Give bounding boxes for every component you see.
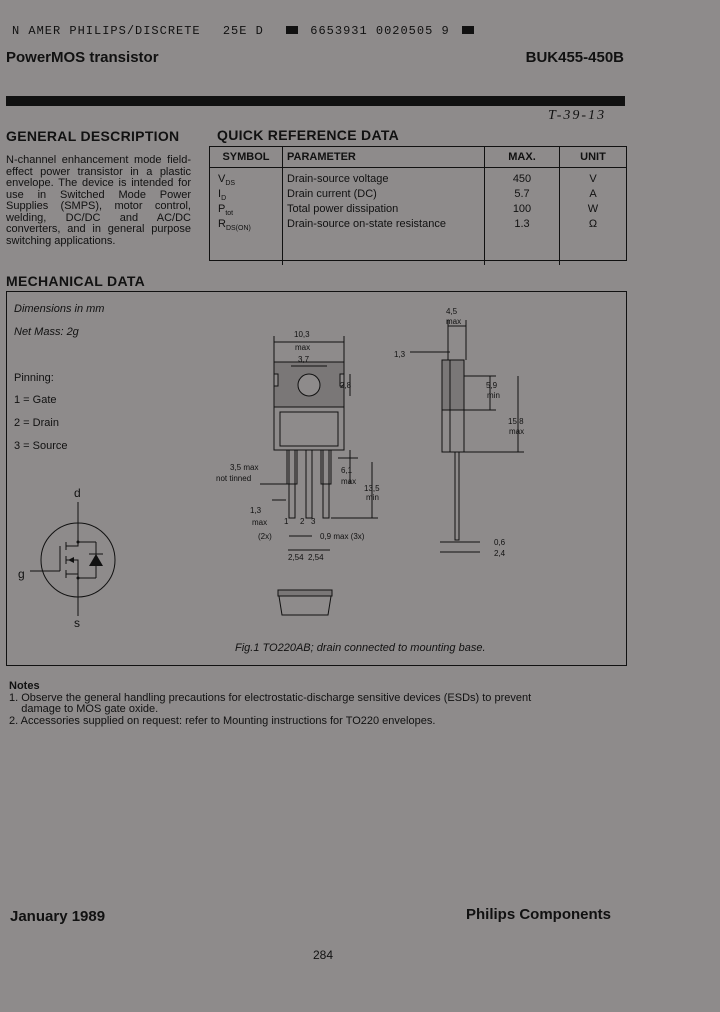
gate-letter: g [18, 567, 25, 581]
barcode-mark-2 [461, 26, 474, 34]
drain-letter: d [74, 486, 81, 500]
dim-13-5: 13,5 [364, 484, 380, 493]
note-1-cont: damage to MOS gate oxide. [9, 703, 159, 715]
page-title: PowerMOS transistor [6, 49, 159, 66]
footer-company: Philips Components [466, 906, 612, 923]
dimensions-note: Dimensions in mm [14, 303, 105, 315]
dim-4-5-max: max [446, 317, 461, 326]
table-row: ID Drain current (DC) 5.7 A [210, 188, 626, 204]
pin-number-2: 2 [300, 517, 305, 526]
dim-15-8-max: max [509, 427, 524, 436]
dim-10-3-max: max [295, 343, 310, 352]
net-mass: Net Mass: 2g [14, 326, 79, 338]
barcode-mark-1 [286, 26, 299, 34]
col-symbol: SYMBOL [210, 147, 283, 168]
notes-heading: Notes [9, 680, 40, 692]
dim-2-8: 2,8 [340, 381, 352, 390]
quick-reference-heading: QUICK REFERENCE DATA [217, 127, 400, 143]
col-max: MAX. [484, 147, 560, 168]
scan-company: N AMER PHILIPS/DISCRETE [12, 24, 201, 38]
dim-0-6: 0,6 [494, 538, 506, 547]
to220-outline-drawing: 10,3 max 3,7 2,8 6,1 max 13,5 min 3,5 ma… [216, 307, 524, 616]
dim-2-54-b: 2,54 [308, 553, 324, 562]
dim-1-3-max: max [252, 518, 267, 527]
dim-13-5-min: min [366, 493, 379, 502]
dim-2-54-a: 2,54 [288, 553, 304, 562]
scan-code: 25E D [222, 24, 264, 38]
dim-15-8: 15,8 [508, 417, 524, 426]
dim-3-7: 3,7 [298, 355, 310, 364]
figure-caption: Fig.1 TO220AB; drain connected to mounti… [235, 642, 486, 654]
header-rule [6, 96, 625, 106]
dim-1-3-side: 1,3 [394, 350, 406, 359]
dim-not-tinned: not tinned [216, 474, 251, 483]
quick-reference-table: SYMBOL PARAMETER MAX. UNIT VDS Drain-sou… [209, 146, 627, 266]
dim-0-9: 0,9 max (3x) [320, 532, 365, 541]
note-1: 1. Observe the general handling precauti… [9, 691, 532, 704]
pin-drain: 2 = Drain [14, 417, 59, 429]
page-number: 284 [313, 948, 334, 962]
pin-source: 3 = Source [14, 440, 68, 452]
col-unit: UNIT [559, 147, 626, 168]
pinning-label: Pinning: [14, 372, 54, 384]
dim-6-1: 6,1 [341, 466, 353, 475]
mosfet-symbol-icon: d g s [18, 486, 116, 630]
table-row: RDS(ON) Drain-source on-state resistance… [210, 219, 626, 266]
dim-10-3: 10,3 [294, 330, 310, 339]
note-2: 2. Accessories supplied on request: refe… [9, 714, 436, 727]
dim-2-4: 2,4 [494, 549, 506, 558]
handwritten-code: T-39-13 [548, 108, 607, 123]
mechanical-figure-box [6, 291, 627, 666]
pin-number-1: 1 [284, 517, 289, 526]
dim-4-5: 4,5 [446, 307, 458, 316]
table-row: Ptot Total power dissipation 100 W [210, 203, 626, 220]
pin-number-3: 3 [311, 517, 316, 526]
dim-1-3-x2: (2x) [258, 532, 272, 541]
mechanical-data-heading: MECHANICAL DATA [6, 273, 146, 289]
dim-3-5-max: 3,5 max [230, 463, 258, 472]
footer-date: January 1989 [10, 908, 106, 925]
table-row: VDS Drain-source voltage 450 V [210, 167, 626, 189]
general-description-text: N-channel enhancement mode field-effect … [6, 154, 191, 247]
part-number: BUK455-450B [525, 49, 624, 66]
source-letter: s [74, 616, 80, 630]
pin-gate: 1 = Gate [14, 394, 57, 406]
dim-6-1-max: max [341, 477, 356, 486]
dim-5-9: 5,9 [486, 381, 498, 390]
col-parameter: PARAMETER [282, 147, 485, 168]
scan-numbers: 6653931 0020505 9 [310, 24, 450, 38]
dim-1-3: 1,3 [250, 506, 262, 515]
scan-header: N AMER PHILIPS/DISCRETE 25E D 6653931 00… [12, 24, 488, 38]
notes: Notes 1. Observe the general handling pr… [9, 680, 532, 727]
general-description-heading: GENERAL DESCRIPTION [6, 128, 180, 144]
dim-5-9-min: min [487, 391, 500, 400]
